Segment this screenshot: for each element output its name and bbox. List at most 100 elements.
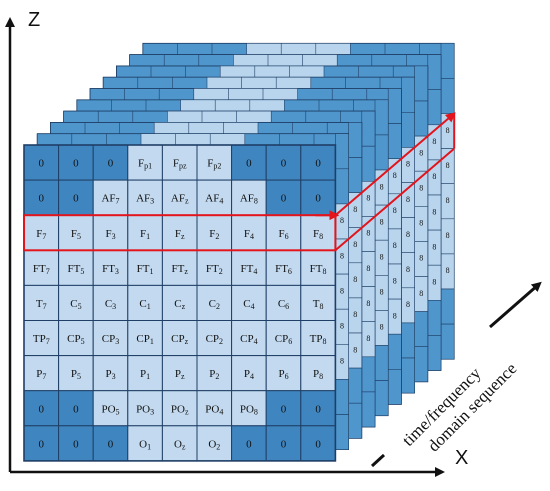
side-cell-label: 8 (340, 216, 344, 225)
cell-label: TP8 (310, 333, 327, 346)
cell-box (127, 355, 163, 392)
grid-cell: 0 (23, 425, 60, 462)
grid-cell: TP7 (23, 320, 60, 357)
cell-label: P7 (36, 368, 46, 381)
side-cell-label: 8 (406, 265, 410, 274)
cell-label: O1 (139, 438, 151, 451)
grid-cell: 0 (58, 390, 94, 427)
cell-label: AF8 (240, 193, 258, 206)
side-cell-label: 8 (419, 219, 423, 228)
highlight-top-diagonal (334, 112, 456, 216)
side-cell-label: 8 (446, 161, 450, 170)
grid-cell: FT5 (58, 249, 94, 286)
cell-label: CP4 (240, 333, 257, 346)
side-cell-label: 8 (353, 240, 357, 249)
side-cell (335, 414, 349, 450)
grid-cell: 0 (23, 179, 60, 216)
side-cell-label: 8 (340, 357, 344, 366)
grid-cell: 0 (265, 425, 302, 462)
grid-cell: AFz (161, 179, 198, 216)
cell-box (127, 144, 163, 181)
cell-label: T7 (36, 298, 47, 311)
cell-box (196, 355, 233, 392)
cell-label: P1 (140, 368, 150, 381)
cell-box (23, 390, 60, 427)
side-cell-label: 8 (406, 195, 410, 204)
side-cell-label: 8 (393, 206, 397, 215)
grid-cell: Fpz (161, 144, 198, 181)
grid-cell: Fz (161, 214, 198, 251)
cell-label: PO4 (205, 403, 223, 416)
grid-cell: 0 (300, 390, 336, 427)
cell-label: CP6 (275, 333, 292, 346)
cell-label: 0 (315, 403, 321, 415)
side-cell (427, 299, 442, 336)
cell-box (58, 390, 94, 427)
cell-label: FTz (171, 263, 188, 276)
grid-cell: 0 (58, 425, 94, 462)
cell-label: O2 (208, 438, 220, 451)
grid-cell: P8 (300, 355, 336, 392)
grid-cell: TP8 (300, 320, 336, 357)
sequence-dash (370, 453, 386, 468)
side-cell-label: 8 (380, 182, 384, 191)
cell-box (92, 214, 129, 251)
side-cell-label: 8 (366, 334, 370, 343)
cell-box (23, 284, 60, 321)
cell-label: P6 (278, 368, 288, 381)
side-cell-label: 8 (393, 171, 397, 180)
cell-label: P2 (209, 368, 219, 381)
grid-cell: 0 (58, 179, 94, 216)
side-cell (401, 357, 415, 394)
grid-cell: PO8 (231, 390, 267, 427)
cell-label: Pz (175, 368, 185, 381)
cell-box (231, 144, 267, 181)
grid-cell: 0 (92, 425, 129, 462)
grid-cell: Cz (161, 284, 198, 321)
grid-cell: POz (161, 390, 198, 427)
side-cell-label: 8 (393, 241, 397, 250)
grid-cell: FTz (161, 249, 198, 286)
side-cell-label: 8 (380, 323, 384, 332)
side-cell (440, 288, 455, 325)
side-cell (414, 311, 429, 348)
cell-label: Fp1 (138, 158, 152, 171)
side-cell (335, 133, 349, 170)
cell-box (161, 320, 198, 357)
grid-cell: C2 (196, 284, 233, 321)
side-cell-label: 8 (446, 126, 450, 135)
grid-cell: 0 (265, 390, 302, 427)
cell-label: F3 (105, 228, 115, 241)
grid-cell: 0 (300, 144, 336, 181)
cell-label: AF4 (205, 193, 223, 206)
highlight-front (23, 214, 337, 252)
cell-label: 0 (281, 193, 287, 205)
cell-label: CP2 (206, 333, 223, 346)
side-cell (361, 145, 376, 182)
grid-cell: O2 (196, 425, 233, 462)
grid-cell: FT1 (127, 249, 163, 286)
grid-cell: 0 (265, 144, 302, 181)
cell-label: PO5 (101, 403, 119, 416)
cell-label: AF3 (136, 193, 154, 206)
cell-label: CP5 (67, 333, 84, 346)
grid-cell: P3 (92, 355, 129, 392)
side-cell-label: 8 (340, 286, 344, 295)
grid-cell: T7 (23, 284, 60, 321)
side-cell-label: 8 (366, 229, 370, 238)
grid-cell: 0 (231, 144, 267, 181)
grid-cell: CP3 (92, 320, 129, 357)
side-cell (427, 54, 442, 90)
side-cell (401, 322, 415, 359)
cell-label: CP1 (136, 333, 153, 346)
side-cell-label: 8 (446, 266, 450, 275)
cell-box (127, 249, 163, 286)
cell-box (23, 320, 60, 357)
side-cell (401, 112, 415, 148)
cell-box (196, 144, 233, 181)
cell-label: F2 (209, 228, 219, 241)
grid-cell: 0 (23, 390, 60, 427)
cell-label: CPz (171, 333, 188, 346)
cell-label: TP7 (33, 333, 50, 346)
grid-cell: F4 (231, 214, 267, 251)
